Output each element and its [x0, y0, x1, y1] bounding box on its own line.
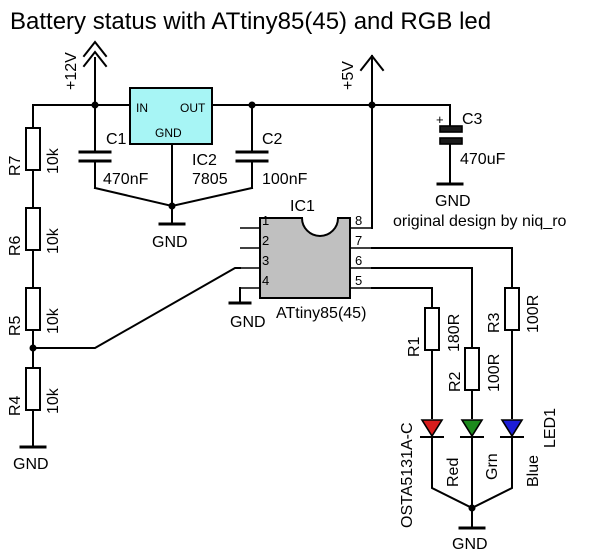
resistor-r4 [25, 367, 41, 411]
c1-ref: C1 [106, 131, 127, 148]
mcu-value: ATtiny85(45) [276, 305, 366, 322]
led-channel-green: Grn [484, 453, 501, 480]
resistor-r2 [464, 347, 480, 391]
v5-supply-arrow [359, 54, 385, 106]
led-channel-red: Red [445, 458, 462, 487]
voltage-regulator [129, 87, 213, 145]
led-part-number: OSTA5131A-C [399, 422, 416, 528]
blue-channel-wire [371, 247, 513, 289]
led-ref: LED1 [542, 408, 559, 448]
sense-wire [32, 267, 241, 349]
capacitor-c1 [78, 104, 112, 189]
mcu-pin-8: 8 [355, 213, 362, 228]
credit-text: original design by niq_ro [393, 213, 567, 230]
r4-ref: R4 [7, 395, 24, 416]
led-common-wire [431, 437, 474, 510]
resistor-r7 [25, 127, 41, 171]
c3-ref: C3 [462, 111, 483, 128]
resistor-r3 [504, 287, 520, 331]
led-channel-blue: Blue [525, 455, 542, 487]
mcu-pin-1: 1 [262, 213, 269, 228]
green-channel-wire [371, 267, 473, 349]
r5-ref: R5 [7, 315, 24, 336]
r3-value: 100R [525, 295, 542, 333]
capacitor-c3 [436, 104, 464, 186]
junction-dot [168, 202, 176, 210]
mcu-pin-7: 7 [355, 233, 362, 248]
led-common-wire [470, 437, 513, 510]
r7-ref: R7 [7, 155, 24, 176]
capacitor-c2 [235, 104, 269, 189]
led-blue-diode [500, 419, 524, 438]
resistor-r1 [424, 307, 440, 351]
resistor-r5 [25, 287, 41, 331]
microcontroller [259, 217, 351, 299]
r2-value: 100R [486, 354, 503, 392]
r6-ref: R6 [7, 235, 24, 256]
red-channel-wire [371, 287, 433, 309]
gnd-label-divider: GND [13, 456, 49, 473]
diagram-title: Battery status with ATtiny85(45) and RGB… [10, 8, 491, 35]
c2-value: 100nF [262, 171, 308, 188]
mcu-pin-5: 5 [355, 273, 362, 288]
mcu-pin-4: 4 [262, 273, 269, 288]
v12-supply-arrow [82, 40, 108, 106]
mcu-ref: IC1 [290, 198, 315, 215]
v12-label: +12V [63, 52, 80, 90]
r2-ref: R2 [447, 371, 464, 392]
r1-ref: R1 [406, 336, 423, 357]
regulator-pin-gnd: GND [155, 126, 182, 140]
led-green-diode [460, 419, 484, 438]
r4-value: 10k [45, 387, 62, 414]
resistor-r6 [25, 207, 41, 251]
mcu-pin-stubs [240, 227, 372, 289]
regulator-value: 7805 [192, 171, 228, 188]
gnd-label-c3: GND [435, 193, 471, 210]
r5-value: 10k [45, 307, 62, 334]
c3-polarity: + [436, 112, 444, 127]
junction-dot [29, 344, 37, 352]
gnd-label-mcu: GND [230, 314, 266, 331]
c1-value: 470nF [103, 171, 149, 188]
mcu-pin-2: 2 [262, 233, 269, 248]
regulator-ref: IC2 [192, 152, 217, 169]
mcu-pin-6: 6 [355, 253, 362, 268]
gnd-label-led: GND [452, 536, 488, 553]
regulator-pin-out: OUT [180, 101, 206, 115]
v5-label: +5V [340, 61, 357, 90]
c2-ref: C2 [262, 131, 283, 148]
c3-value: 470uF [460, 151, 506, 168]
regulator-pin-in: IN [136, 101, 148, 115]
r3-ref: R3 [486, 312, 503, 333]
gnd-label-regulator: GND [152, 234, 188, 251]
r6-value: 10k [45, 227, 62, 254]
r1-value: 180R [446, 314, 463, 352]
led-red-diode [420, 419, 444, 438]
mcu-pin-3: 3 [262, 253, 269, 268]
r7-value: 10k [45, 147, 62, 174]
